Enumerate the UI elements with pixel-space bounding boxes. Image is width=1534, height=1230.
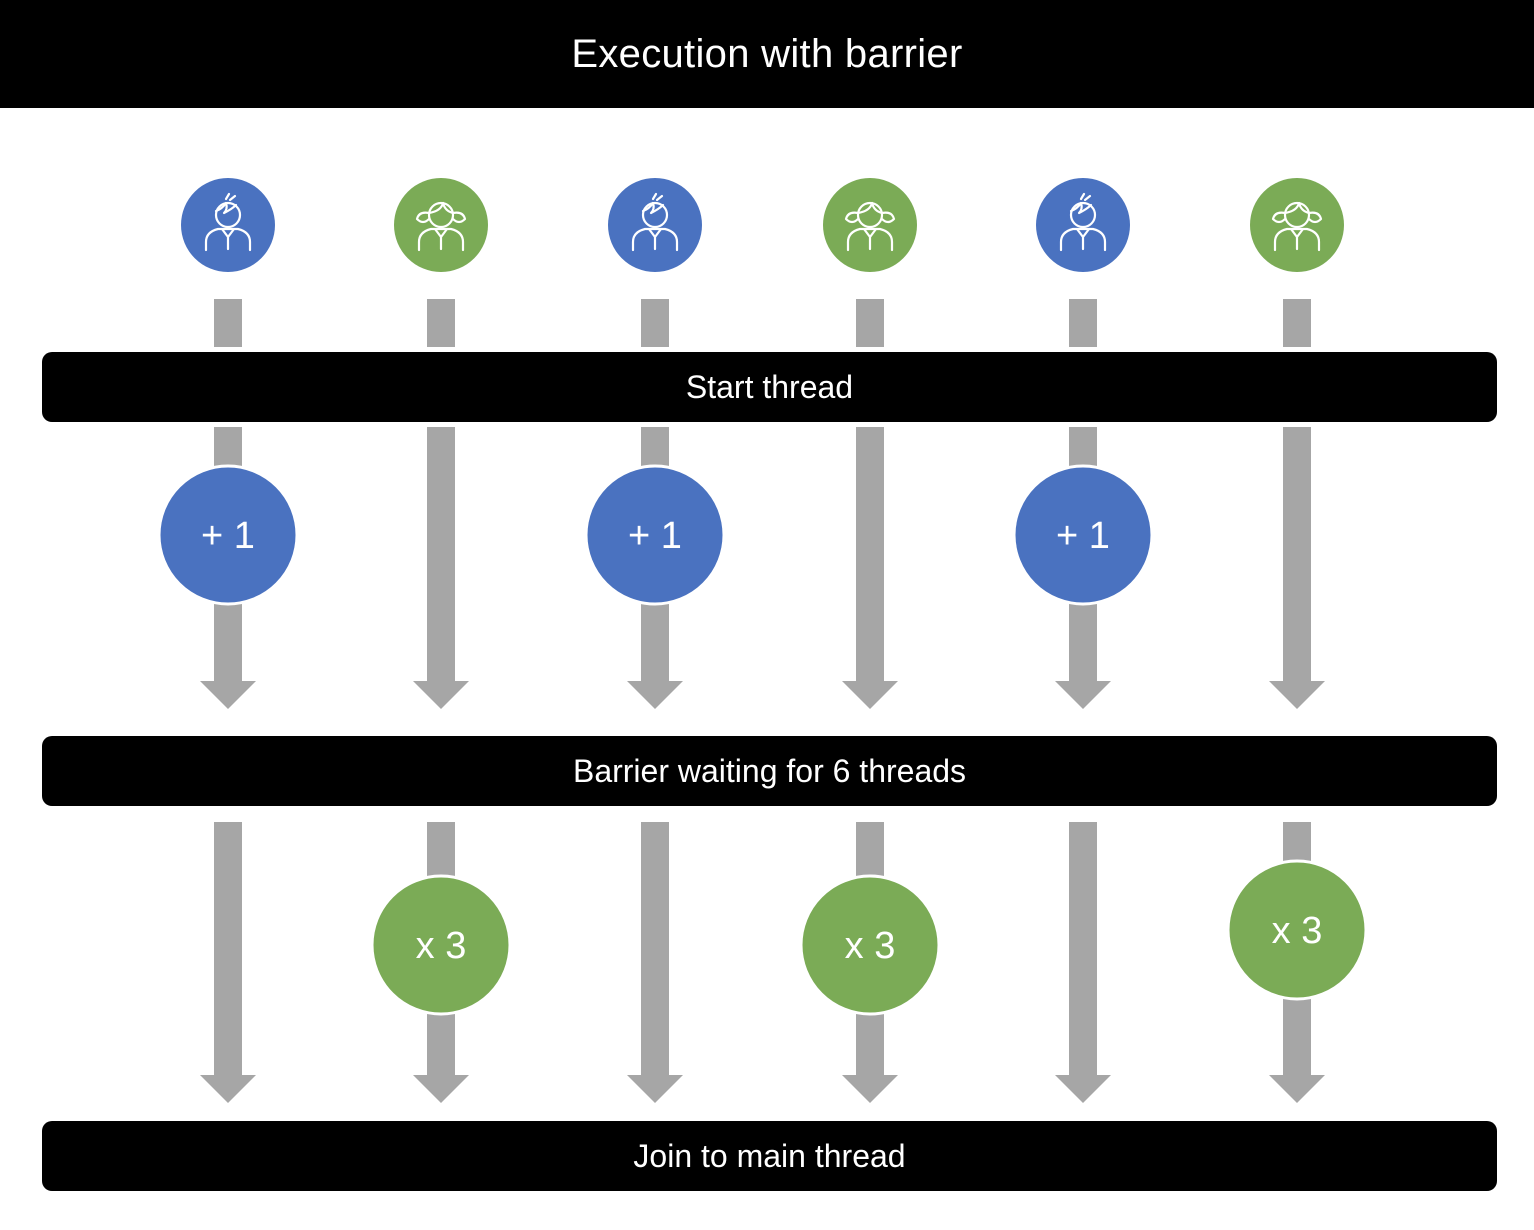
op-circle-2 bbox=[370, 874, 512, 1016]
page-title: Execution with barrier bbox=[0, 0, 1534, 108]
arrow-to-barrier-5-head bbox=[1055, 681, 1111, 709]
join-bar: Join to main thread bbox=[42, 1121, 1497, 1191]
start-thread-bar: Start thread bbox=[42, 352, 1497, 422]
arrow-to-join-4-shaft bbox=[856, 1013, 884, 1076]
girl-icon bbox=[1250, 178, 1344, 272]
op-circle-1 bbox=[157, 464, 299, 606]
op-circle-4 bbox=[799, 874, 941, 1016]
arrow-to-barrier-2-shaft bbox=[427, 427, 455, 682]
arrow-to-barrier-4-shaft bbox=[856, 427, 884, 682]
connector-top-6 bbox=[1283, 822, 1311, 862]
arrow-to-join-2-shaft bbox=[427, 1013, 455, 1076]
arrow-to-barrier-1-shaft bbox=[214, 604, 242, 682]
thread-stub-3 bbox=[641, 299, 669, 347]
girl-icon bbox=[394, 178, 488, 272]
connector-top-2 bbox=[427, 822, 455, 877]
connector-top-1 bbox=[214, 427, 242, 466]
arrow-to-barrier-6-shaft bbox=[1283, 427, 1311, 682]
arrow-to-barrier-2-head bbox=[413, 681, 469, 709]
boy-icon bbox=[181, 178, 275, 272]
arrow-to-join-2-head bbox=[413, 1075, 469, 1103]
op-circle-5 bbox=[1012, 464, 1154, 606]
boy-icon bbox=[608, 178, 702, 272]
thread-stub-1 bbox=[214, 299, 242, 347]
arrow-to-join-4-head bbox=[842, 1075, 898, 1103]
girl-icon bbox=[823, 178, 917, 272]
arrow-to-barrier-4-head bbox=[842, 681, 898, 709]
arrow-to-barrier-3-head bbox=[627, 681, 683, 709]
connector-top-3 bbox=[641, 427, 669, 466]
arrow-to-barrier-1-head bbox=[200, 681, 256, 709]
thread-stub-6 bbox=[1283, 299, 1311, 347]
op-circle-3 bbox=[584, 464, 726, 606]
arrow-to-barrier-5-shaft bbox=[1069, 604, 1097, 682]
boy-icon bbox=[1036, 178, 1130, 272]
op-circle-6-label: x 3 bbox=[1272, 910, 1323, 952]
arrow-to-join-6-shaft bbox=[1283, 998, 1311, 1076]
op-circle-6 bbox=[1226, 859, 1368, 1001]
connector-top-5 bbox=[1069, 427, 1097, 466]
thread-stub-4 bbox=[856, 299, 884, 347]
arrow-to-join-3-shaft bbox=[641, 822, 669, 1076]
barrier-bar: Barrier waiting for 6 threads bbox=[42, 736, 1497, 806]
op-circle-5-label: + 1 bbox=[1056, 515, 1110, 557]
arrow-to-join-1-head bbox=[200, 1075, 256, 1103]
thread-stub-2 bbox=[427, 299, 455, 347]
arrow-to-join-5-head bbox=[1055, 1075, 1111, 1103]
op-circle-2-label: x 3 bbox=[416, 925, 467, 967]
thread-stub-5 bbox=[1069, 299, 1097, 347]
arrow-to-barrier-6-head bbox=[1269, 681, 1325, 709]
op-circle-1-label: + 1 bbox=[201, 515, 255, 557]
arrow-to-join-5-shaft bbox=[1069, 822, 1097, 1076]
arrow-to-join-3-head bbox=[627, 1075, 683, 1103]
arrow-to-join-1-shaft bbox=[214, 822, 242, 1076]
connector-top-4 bbox=[856, 822, 884, 877]
op-circle-3-label: + 1 bbox=[628, 515, 682, 557]
arrow-to-join-6-head bbox=[1269, 1075, 1325, 1103]
arrow-to-barrier-3-shaft bbox=[641, 604, 669, 682]
op-circle-4-label: x 3 bbox=[845, 925, 896, 967]
